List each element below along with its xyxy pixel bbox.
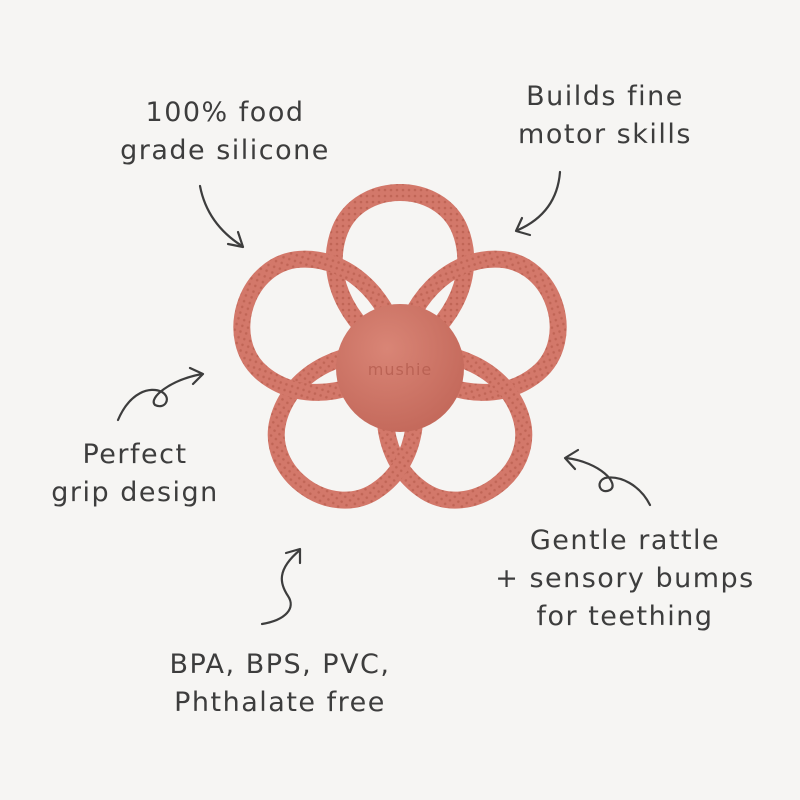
callout-food-grade-line1: 100% food: [145, 97, 305, 128]
callout-free-of-line2: Phthalate free: [174, 687, 386, 718]
callout-grip: Perfect grip design: [20, 436, 250, 512]
rattle-center: [336, 304, 464, 432]
arrow-rattle: [563, 448, 652, 507]
arrow-motor-skills: [514, 170, 562, 237]
petal-upper-left: [233, 250, 409, 401]
callout-motor-skills-line1: Builds fine: [526, 81, 684, 112]
callout-grip-line1: Perfect: [82, 439, 188, 470]
callout-rattle-line2: + sensory bumps: [495, 563, 755, 594]
callout-motor-skills-line2: motor skills: [518, 119, 692, 150]
brand-mark: mushie: [368, 360, 433, 379]
callout-rattle-line1: Gentle rattle: [529, 525, 721, 556]
callout-rattle-line3: for teething: [536, 601, 714, 632]
petal-top: [325, 184, 475, 364]
arrow-free-of: [260, 547, 302, 626]
callout-free-of: BPA, BPS, PVC, Phthalate free: [120, 646, 440, 722]
callout-food-grade-line2: grade silicone: [120, 135, 330, 166]
arrow-food-grade: [198, 184, 245, 249]
callout-rattle: Gentle rattle + sensory bumps for teethi…: [470, 522, 780, 636]
callout-free-of-line1: BPA, BPS, PVC,: [169, 649, 391, 680]
callout-grip-line2: grip design: [51, 477, 219, 508]
callout-food-grade: 100% food grade silicone: [100, 94, 350, 170]
arrow-grip: [116, 366, 205, 422]
petal-upper-right: [391, 250, 567, 401]
callout-motor-skills: Builds fine motor skills: [490, 78, 720, 154]
